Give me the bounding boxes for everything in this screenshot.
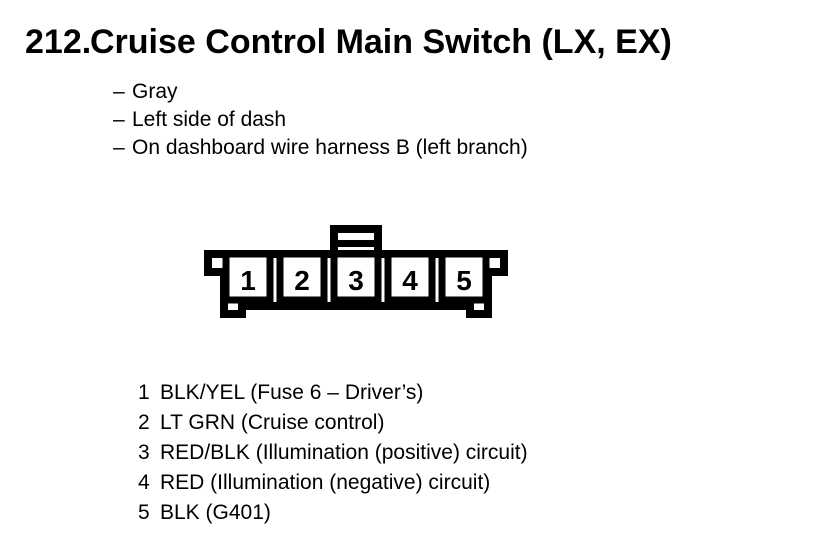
note-text: Left side of dash	[132, 108, 287, 131]
pin-list-number: 2	[138, 411, 150, 434]
pin-list-description: BLK/YEL (Fuse 6 – Driver’s)	[160, 381, 424, 404]
pin-number-2: 2	[294, 265, 310, 296]
pin-number-1: 1	[240, 265, 256, 296]
pin-number-4: 4	[402, 265, 418, 296]
pin-list-description: RED/BLK (Illumination (positive) circuit…	[160, 441, 528, 464]
pin-cavity-2	[276, 250, 328, 304]
page-title: 212. Cruise Control Main Switch (LX, EX)	[25, 22, 672, 62]
section-number: 212.	[25, 23, 92, 61]
note-item: – Gray	[113, 78, 528, 106]
pin-cavity-1	[222, 250, 274, 304]
section-title: Cruise Control Main Switch (LX, EX)	[90, 23, 672, 61]
pin-list-row: 3 RED/BLK (Illumination (positive) circu…	[138, 438, 528, 468]
pin-cavity-5	[438, 250, 490, 304]
pin-list-row: 2 LT GRN (Cruise control)	[138, 408, 528, 438]
dash-bullet: –	[113, 108, 125, 131]
pin-list-number: 1	[138, 381, 150, 404]
connector-diagram: 1 2 3 4 5	[204, 225, 508, 318]
pin-number-5: 5	[456, 265, 472, 296]
pin-cavity-3	[330, 250, 382, 304]
note-text: Gray	[132, 80, 178, 103]
note-text: On dashboard wire harness B (left branch…	[132, 136, 528, 159]
pin-list-row: 4 RED (Illumination (negative) circuit)	[138, 468, 528, 498]
pin-list-row: 1 BLK/YEL (Fuse 6 – Driver’s)	[138, 378, 528, 408]
pin-list-number: 5	[138, 501, 150, 524]
latch-tab-line	[330, 240, 382, 247]
pin-list: 1 BLK/YEL (Fuse 6 – Driver’s) 2 LT GRN (…	[138, 378, 528, 528]
dash-bullet: –	[113, 80, 125, 103]
note-item: – On dashboard wire harness B (left bran…	[113, 134, 528, 162]
pin-list-number: 3	[138, 441, 150, 464]
pin-list-description: LT GRN (Cruise control)	[160, 411, 385, 434]
note-item: – Left side of dash	[113, 106, 528, 134]
connector-notes: – Gray – Left side of dash – On dashboar…	[113, 78, 528, 162]
pin-number-3: 3	[348, 265, 364, 296]
dash-bullet: –	[113, 136, 125, 159]
pin-list-row: 5 BLK (G401)	[138, 498, 528, 528]
pin-list-description: BLK (G401)	[160, 501, 271, 524]
pin-list-description: RED (Illumination (negative) circuit)	[160, 471, 491, 494]
pin-cavity-4	[384, 250, 436, 304]
pin-list-number: 4	[138, 471, 150, 494]
